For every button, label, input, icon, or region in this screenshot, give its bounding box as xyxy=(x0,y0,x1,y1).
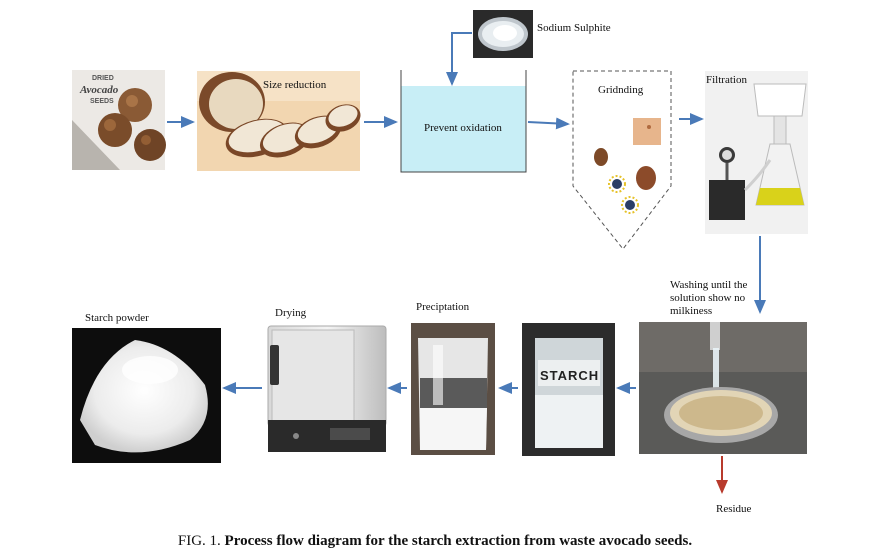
starch-powder-photo xyxy=(72,328,221,463)
sodium-sulphite-photo xyxy=(473,10,533,58)
filtration-photo xyxy=(705,71,808,234)
precipitation-photo xyxy=(411,323,495,455)
starch-beaker-label: STARCH xyxy=(540,368,599,383)
prevent-oxidation-label: Prevent oxidation xyxy=(424,122,502,134)
residue-label: Residue xyxy=(716,503,752,515)
sliced-seeds-photo xyxy=(197,71,361,171)
filtration-label: Filtration xyxy=(706,74,747,86)
size-reduction-label: Size reduction xyxy=(263,79,327,91)
caption-prefix: FIG. 1. xyxy=(177,533,221,549)
avocado-seeds-photo xyxy=(72,70,166,170)
drying-oven-photo xyxy=(267,324,387,456)
drying-label: Drying xyxy=(275,307,307,319)
precipitation-label: Preciptation xyxy=(416,301,470,313)
figure-caption: FIG. 1. Process flow diagram for the sta… xyxy=(0,533,870,550)
washing-label: Washing until the solution show no milki… xyxy=(670,279,748,317)
reagent-label: Sodium Sulphite xyxy=(537,22,611,34)
grinding-funnel xyxy=(572,70,672,250)
package-label-2: Avocado xyxy=(79,84,119,96)
package-label-1: DRIED xyxy=(92,75,114,82)
starch-powder-label: Starch powder xyxy=(85,312,149,324)
starch-beaker-photo xyxy=(522,323,615,456)
package-label-3: SEEDS xyxy=(90,98,114,105)
washing-photo xyxy=(639,322,807,454)
caption-title: Process flow diagram for the starch extr… xyxy=(224,533,693,549)
arrow-3 xyxy=(527,117,570,130)
reagent-arrow xyxy=(446,32,472,86)
oxidation-beaker xyxy=(400,70,527,173)
grinding-label: Gridnding xyxy=(598,84,644,96)
